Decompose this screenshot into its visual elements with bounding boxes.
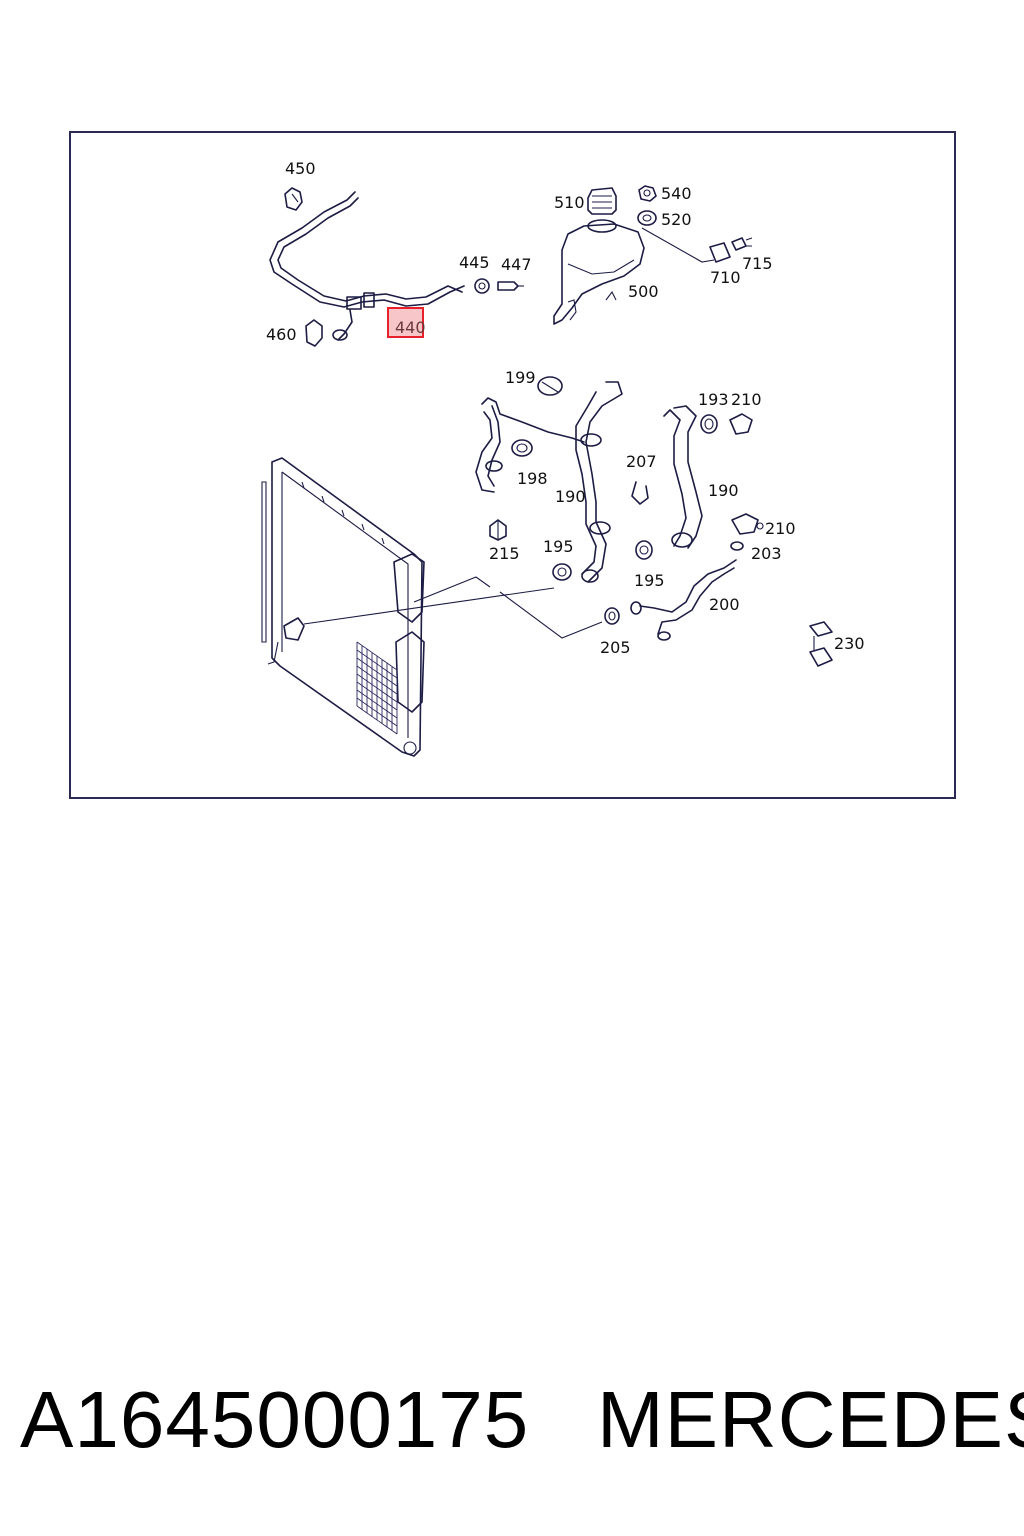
grommet-520	[637, 210, 657, 226]
clip-207	[631, 481, 649, 505]
clamp-195-right	[635, 540, 653, 560]
clamp-210-bottom	[731, 513, 764, 535]
callout-540[interactable]: 540	[661, 184, 692, 203]
callout-190-right[interactable]: 190	[708, 481, 739, 500]
callout-193[interactable]: 193	[698, 390, 729, 409]
callout-200[interactable]: 200	[709, 595, 740, 614]
callout-203[interactable]: 203	[751, 544, 782, 563]
callout-440-highlight-box	[387, 307, 424, 338]
oring-203	[730, 541, 744, 551]
hose-200	[630, 559, 737, 641]
clamp-198	[511, 439, 533, 457]
hose-190-right	[663, 405, 703, 549]
clamp-205	[604, 607, 620, 625]
clamp-210-top	[729, 413, 753, 435]
clip-230	[809, 621, 833, 667]
clip-460	[305, 319, 323, 347]
callout-500[interactable]: 500	[628, 282, 659, 301]
callout-207[interactable]: 207	[626, 452, 657, 471]
cap-510	[587, 187, 617, 215]
callout-440[interactable]: 440	[395, 318, 426, 337]
callout-210-bottom[interactable]: 210	[765, 519, 796, 538]
radiator-core-grid	[356, 641, 398, 735]
radiator	[261, 457, 425, 757]
callout-199[interactable]: 199	[505, 368, 536, 387]
callout-215[interactable]: 215	[489, 544, 520, 563]
callout-447[interactable]: 447	[501, 255, 532, 274]
hose-190-left	[575, 381, 623, 583]
callout-195-left[interactable]: 195	[543, 537, 574, 556]
callout-195-right[interactable]: 195	[634, 571, 665, 590]
part-number: A1645000175	[20, 1375, 530, 1464]
callout-205[interactable]: 205	[600, 638, 631, 657]
callout-450[interactable]: 450	[285, 159, 316, 178]
callout-710[interactable]: 710	[710, 268, 741, 287]
callout-510[interactable]: 510	[554, 193, 585, 212]
hose-440	[269, 191, 465, 341]
parts-diagram: 450 445 447 460 440 510 540 520 715 710 …	[69, 131, 956, 799]
footer: A1645000175 MERCEDES	[0, 1370, 1024, 1480]
callout-715[interactable]: 715	[742, 254, 773, 273]
clamp-195-left	[552, 563, 572, 581]
callout-230[interactable]: 230	[834, 634, 865, 653]
clip-450	[284, 187, 303, 211]
callout-520[interactable]: 520	[661, 210, 692, 229]
callout-198[interactable]: 198	[517, 469, 548, 488]
coolant-system-exploded-view: 450 445 447 460 440 510 540 520 715 710 …	[261, 159, 865, 757]
callout-210-top[interactable]: 210	[731, 390, 762, 409]
plug-715	[731, 237, 753, 251]
oring-193	[700, 414, 718, 434]
sensor-710	[709, 242, 731, 263]
clamp-445	[474, 278, 490, 294]
callout-190-left[interactable]: 190	[555, 487, 586, 506]
callout-460[interactable]: 460	[266, 325, 297, 344]
connector-447	[497, 281, 524, 291]
clip-215	[489, 519, 507, 541]
nut-540	[638, 185, 657, 202]
callout-445[interactable]: 445	[459, 253, 490, 272]
expansion-tank-500	[553, 219, 645, 325]
brand-name: MERCEDES	[597, 1375, 1024, 1464]
hose-199-assembly	[475, 376, 585, 493]
